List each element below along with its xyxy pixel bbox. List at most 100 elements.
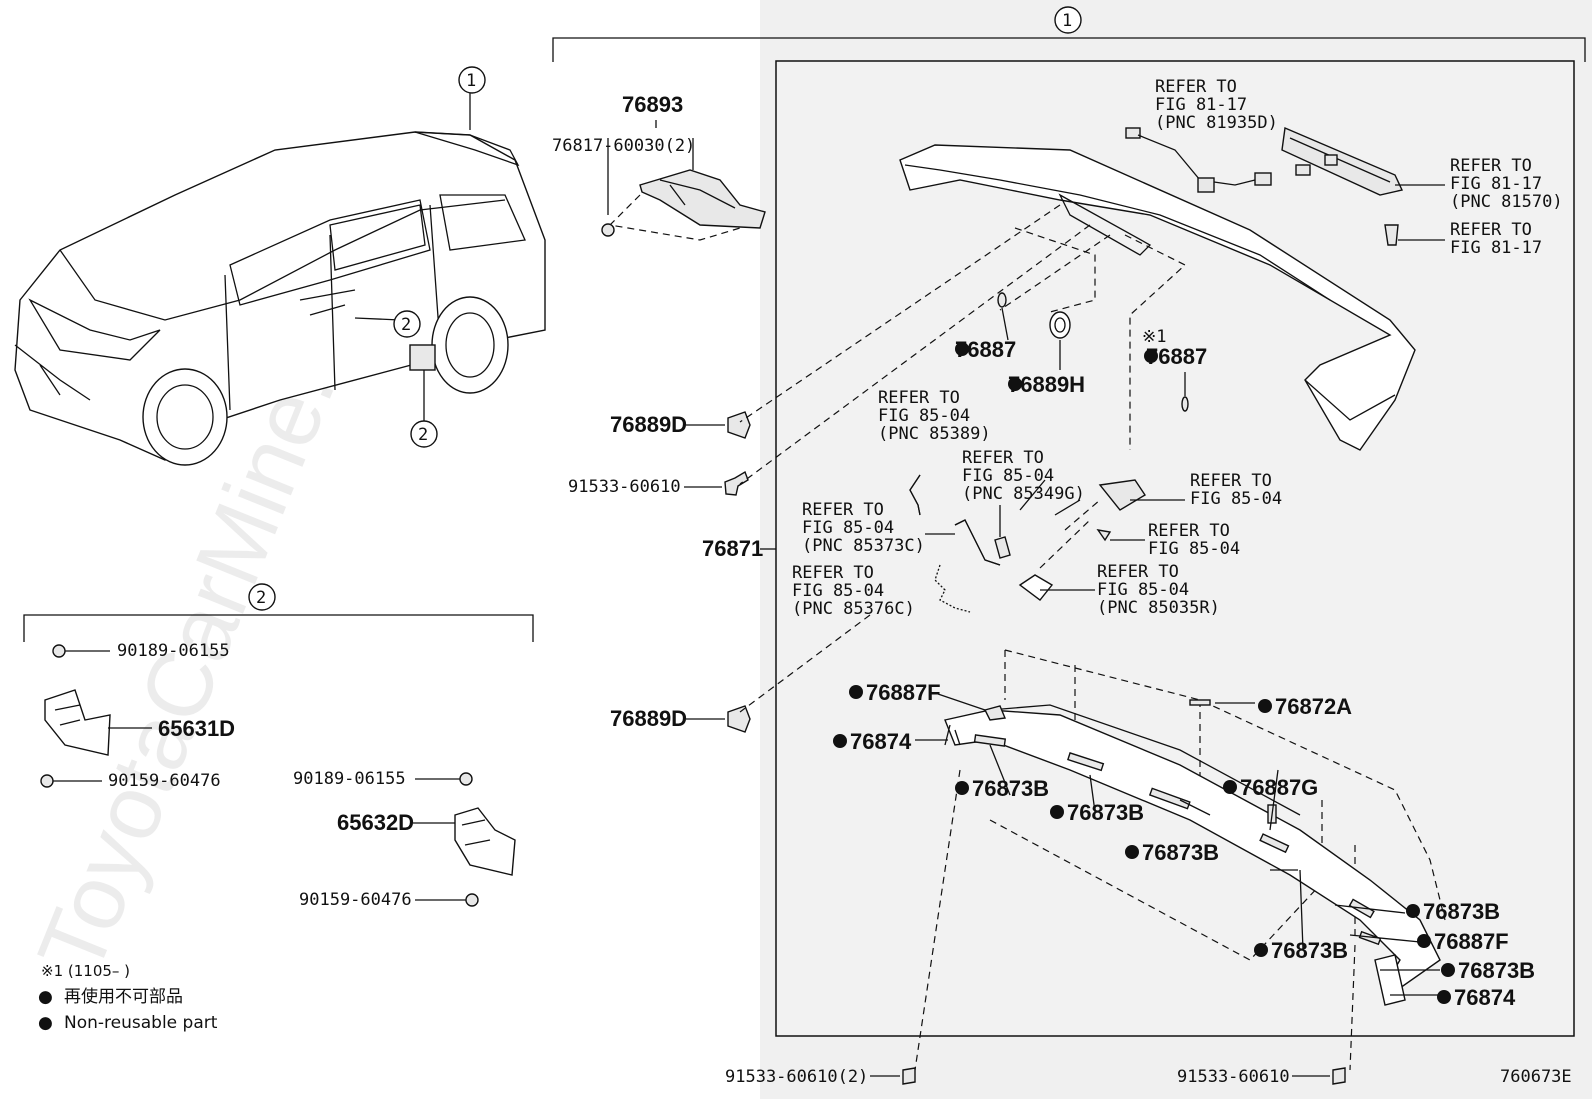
svg-text:REFER TO: REFER TO (802, 500, 884, 520)
wire-harness (1125, 127, 1272, 193)
svg-text:REFER TO: REFER TO (1148, 521, 1230, 541)
bullet-76873b-d (1406, 904, 1420, 918)
legend-non-reusable-jp: 再使用不可部品 (64, 986, 183, 1007)
svg-text:REFER TO: REFER TO (792, 563, 874, 583)
ref-85389: REFER TO FIG 85-04 (PNC 85389) (878, 388, 991, 444)
ref-85035r: REFER TO FIG 85-04 (PNC 85035R) (1097, 562, 1220, 618)
label-note-1: ※1 (1142, 327, 1166, 347)
legend-bullet-2: ● (38, 1013, 53, 1033)
ref-81935d: REFER TO FIG 81-17 (PNC 81935D) (1155, 77, 1278, 133)
grommet-76889h (1049, 311, 1071, 339)
label-90159-60476-b: 90159-60476 (299, 890, 412, 910)
svg-text:REFER TO: REFER TO (1155, 77, 1237, 97)
washer-hoses (909, 474, 1185, 613)
spoiler-dash-6 (1039, 499, 1101, 569)
svg-text:FIG 85-04: FIG 85-04 (792, 581, 884, 601)
svg-text:REFER TO: REFER TO (1450, 156, 1532, 176)
svg-text:REFER TO: REFER TO (962, 448, 1044, 468)
label-76873b-d: 76873B (1423, 899, 1500, 924)
label-76889d-a: 76889D (610, 412, 687, 437)
bullet-76887f-a (849, 685, 863, 699)
label-91533-60610-2: 91533-60610(2) (725, 1067, 868, 1087)
label-76887f-b: 76887F (1434, 929, 1509, 954)
svg-text:(PNC 85373C): (PNC 85373C) (802, 536, 925, 556)
spoiler-dash-7 (739, 614, 871, 713)
bullet-76872a (1258, 699, 1272, 713)
svg-text:FIG 85-04: FIG 85-04 (802, 518, 894, 538)
label-90159-60476-a: 90159-60476 (108, 771, 221, 791)
svg-text:(PNC 85035R): (PNC 85035R) (1097, 598, 1220, 618)
label-65632d: 65632D (337, 810, 414, 835)
bolt-91533-c (1332, 1067, 1346, 1085)
spoiler-dash-2 (739, 224, 1091, 485)
label-90189-06155-a: 90189-06155 (117, 641, 230, 661)
spoiler-garnish (914, 649, 1446, 1071)
callout-1-circle (1054, 6, 1082, 34)
van-callout-1: 1 (458, 66, 486, 94)
svg-text:FIG 85-04: FIG 85-04 (878, 406, 970, 426)
clip-76889d-b (727, 705, 751, 733)
legend-note: ※1 (1105– ) (41, 962, 130, 980)
label-76887f-a: 76887F (866, 680, 941, 705)
label-76873b-a: 76873B (972, 776, 1049, 801)
ref-81570: REFER TO FIG 81-17 (PNC 81570) (1450, 156, 1563, 212)
mudguard-left (40, 644, 152, 788)
callout-2-label: 2 (256, 588, 266, 608)
ref-85349g: REFER TO FIG 85-04 (PNC 85349G) (962, 448, 1085, 504)
clip-76889d-a (727, 411, 751, 439)
grommet-76889h-inner (1054, 317, 1066, 333)
cover-76893 (601, 120, 766, 241)
bullet-76873b-e (1254, 943, 1268, 957)
ref-8117: REFER TO FIG 81-17 (1450, 220, 1542, 258)
label-91533-60610-a: 91533-60610 (568, 477, 681, 497)
bullet-76887f-b (1417, 934, 1431, 948)
svg-text:REFER TO: REFER TO (1097, 562, 1179, 582)
svg-text:(PNC 81570): (PNC 81570) (1450, 192, 1563, 212)
bullet-76887g (1223, 780, 1237, 794)
legend-non-reusable-en: Non-reusable part (64, 1013, 218, 1033)
group-1-bracket (552, 37, 1586, 62)
bullet-76887-a (955, 342, 969, 356)
svg-text:FIG 81-17: FIG 81-17 (1155, 95, 1247, 115)
svg-text:FIG 85-04: FIG 85-04 (962, 466, 1054, 486)
label-76873b-f: 76873B (1458, 958, 1535, 983)
svg-text:FIG 81-17: FIG 81-17 (1450, 238, 1542, 258)
bolt-91533-a (724, 470, 749, 496)
svg-text:2: 2 (401, 315, 411, 335)
clip-76887-b (1181, 396, 1189, 412)
bolt-91533-b (902, 1067, 916, 1085)
svg-text:REFER TO: REFER TO (1190, 471, 1272, 491)
svg-text:(PNC 85376C): (PNC 85376C) (792, 599, 915, 619)
svg-text:(PNC 85349G): (PNC 85349G) (962, 484, 1085, 504)
svg-text:(PNC 81935D): (PNC 81935D) (1155, 113, 1278, 133)
spoiler-dash-1 (739, 204, 1061, 423)
callout-1-top: 1 (1062, 11, 1072, 31)
clip-76887-a (997, 292, 1007, 308)
label-76817-60030: 76817-60030(2) (552, 136, 695, 156)
callout-2-circle (248, 583, 276, 611)
bullet-76887-b (1144, 349, 1158, 363)
legend-bullet-1: ● (38, 987, 53, 1007)
spoiler-dash-4 (1124, 234, 1187, 450)
stop-lamp (1281, 126, 1445, 246)
label-76893: 76893 (622, 92, 683, 117)
label-76887g: 76887G (1240, 775, 1318, 800)
label-76889d-b: 76889D (610, 706, 687, 731)
label-76874-b: 76874 (1454, 985, 1516, 1010)
ref-8504-b: REFER TO FIG 85-04 (1148, 521, 1240, 559)
bullet-76873b-f (1441, 963, 1455, 977)
svg-text:REFER TO: REFER TO (878, 388, 960, 408)
label-76873b-c: 76873B (1142, 840, 1219, 865)
bullet-76874-b (1437, 990, 1451, 1004)
label-76872a: 76872A (1275, 694, 1352, 719)
label-91533-60610-c: 91533-60610 (1177, 1067, 1290, 1087)
svg-text:FIG 85-04: FIG 85-04 (1190, 489, 1282, 509)
bullet-76874-a (833, 734, 847, 748)
label-76874-a: 76874 (850, 729, 912, 754)
label-90189-06155-b: 90189-06155 (293, 769, 406, 789)
label-65631d: 65631D (158, 716, 235, 741)
svg-text:FIG 85-04: FIG 85-04 (1097, 580, 1189, 600)
svg-text:REFER TO: REFER TO (1450, 220, 1532, 240)
bullet-76873b-c (1125, 845, 1139, 859)
